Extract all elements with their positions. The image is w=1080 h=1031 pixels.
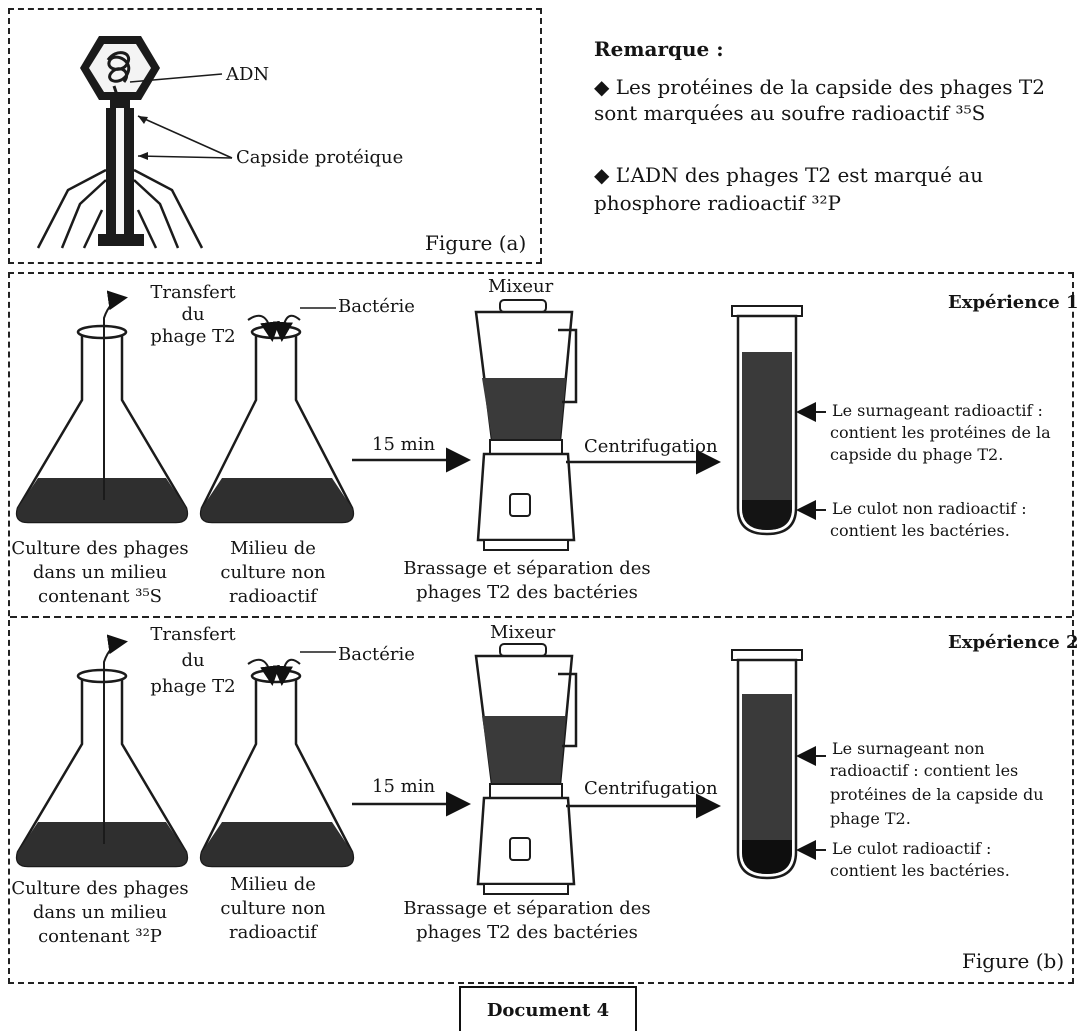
test-tube-2 [731, 649, 826, 880]
exp2-time: 15 min [372, 776, 436, 797]
exp1-flask2-caption-3: radioactif [229, 586, 317, 607]
figure-a-frame [8, 8, 542, 264]
exp2-mixer-caption-1: Brassage et séparation des [403, 898, 651, 919]
exp1-mixeur: Mixeur [488, 276, 554, 297]
flask-milieu-culture [199, 307, 355, 524]
exp1-centrifugation: Centrifugation [584, 436, 718, 457]
experiment-2-drawing [15, 634, 826, 895]
exp2-supernatant-2: radioactif : contient les [830, 761, 1019, 780]
figure-b-caption: Figure (b) [962, 949, 1065, 973]
exp2-transfert-2: du [181, 650, 205, 671]
exp2-supernatant-4: phage T2. [830, 809, 911, 828]
exp2-mixeur: Mixeur [490, 622, 556, 643]
flask-culture-phages [15, 290, 189, 524]
exp2-pellet-2: contient les bactéries. [830, 861, 1010, 880]
experiment-1-drawing [15, 290, 826, 551]
remarque-title: Remarque : [594, 37, 724, 61]
exp1-transfert-2: du [181, 304, 205, 325]
test-tube-1 [731, 305, 826, 536]
document-label: Document 4 [486, 1000, 610, 1021]
exp1-supernatant-1: Le surnageant radioactif : [832, 401, 1043, 420]
exp2-transfert-1: Transfert [150, 624, 236, 645]
exp2-centrifugation: Centrifugation [584, 778, 718, 799]
exp2-title: Expérience 2 [948, 632, 1079, 653]
document-label-box [459, 986, 637, 1031]
flask-milieu-culture-2 [199, 651, 355, 868]
exp1-flask2-caption-2: culture non [220, 562, 326, 583]
remarque-2-line2: phosphore radioactif ³²P [594, 191, 842, 215]
exp1-pellet-2: contient les bactéries. [830, 521, 1010, 540]
exp1-supernatant-3: capside du phage T2. [830, 445, 1004, 464]
exp2-supernatant-3: protéines de la capside du [830, 785, 1044, 804]
exp1-bacterie: Bactérie [338, 296, 415, 317]
exp1-flask2-caption-1: Milieu de [230, 538, 316, 559]
exp2-supernatant-1: Le surnageant non [832, 739, 985, 758]
exp2-mixer-caption-2: phages T2 des bactéries [416, 922, 638, 943]
exp1-pellet-1: Le culot non radioactif : [832, 499, 1027, 518]
exp2-transfert-3: phage T2 [150, 676, 236, 697]
exp1-flask1-caption-3: contenant ³⁵S [37, 586, 163, 607]
flask-culture-phages-2 [15, 634, 189, 868]
exp2-flask2-caption-2: culture non [220, 898, 326, 919]
figure-a-caption: Figure (a) [425, 231, 527, 255]
exp1-transfert-1: Transfert [150, 282, 236, 303]
phage-t2-illustration [36, 36, 233, 249]
remarque-1-line1: ◆ Les protéines de la capside des phages… [594, 75, 1045, 99]
exp2-flask2-caption-1: Milieu de [230, 874, 316, 895]
exp2-flask1-caption-3: contenant ³²P [38, 926, 162, 947]
exp1-mixer-caption-1: Brassage et séparation des [403, 558, 651, 579]
blender-mixeur-2 [474, 643, 578, 895]
figure-b-frame [8, 272, 1074, 984]
blender-mixeur [474, 299, 578, 551]
exp1-mixer-caption-2: phages T2 des bactéries [416, 582, 638, 603]
exp1-flask1-caption-1: Culture des phages [11, 538, 189, 559]
exp1-time: 15 min [372, 434, 436, 455]
label-capside: Capside protéique [236, 147, 404, 168]
exp1-flask1-caption-2: dans un milieu [32, 562, 168, 583]
remarque-1-line2: sont marquées au soufre radioactif ³⁵S [594, 101, 986, 125]
remarque-2-line1: ◆ L’ADN des phages T2 est marqué au [594, 163, 984, 187]
exp2-flask1-caption-1: Culture des phages [11, 878, 189, 899]
exp1-title: Expérience 1 [948, 292, 1079, 313]
exp2-flask2-caption-3: radioactif [229, 922, 317, 943]
exp2-bacterie: Bactérie [338, 644, 415, 665]
label-adn: ADN [226, 64, 270, 85]
exp2-flask1-caption-2: dans un milieu [32, 902, 168, 923]
exp1-supernatant-2: contient les protéines de la [830, 423, 1051, 442]
exp2-pellet-1: Le culot radioactif : [832, 839, 992, 858]
exp1-transfert-3: phage T2 [150, 326, 236, 347]
